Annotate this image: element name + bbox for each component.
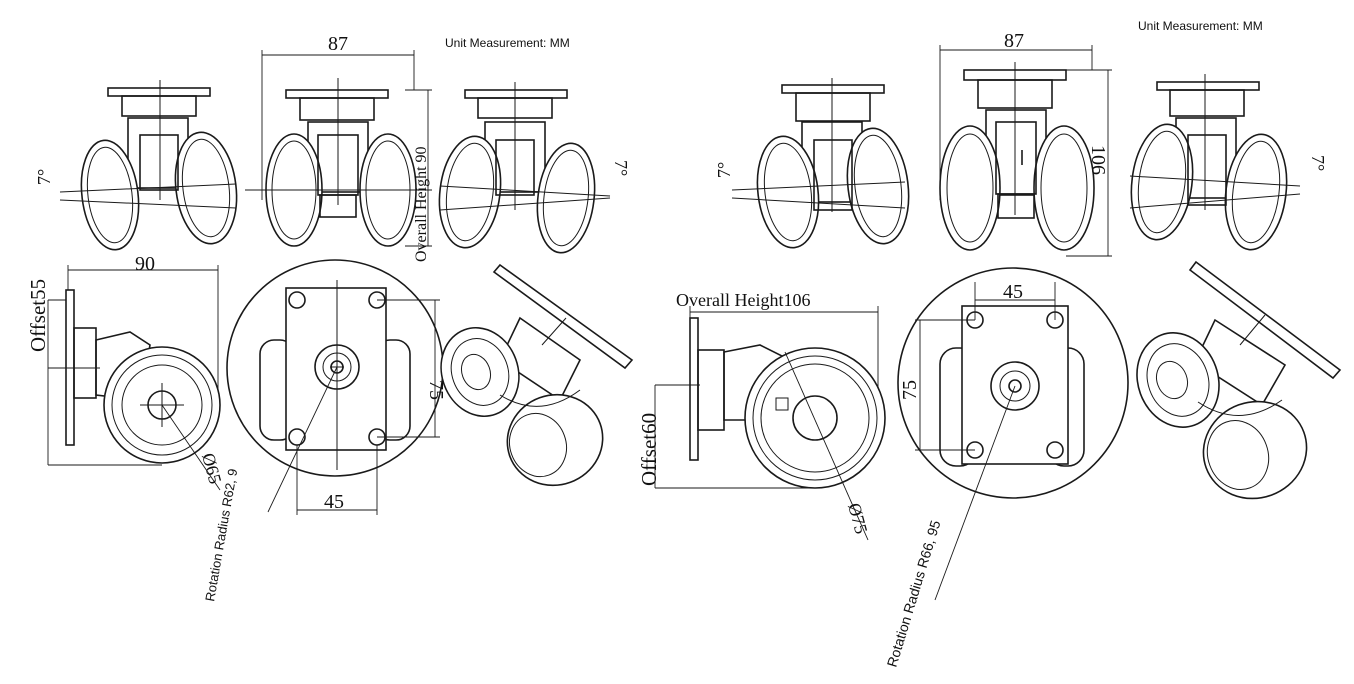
right-front-view-straight	[939, 45, 1112, 257]
left-overall-height-label: Overall Height 90	[413, 146, 430, 262]
left-rotation-radius-label: Rotation Radius R62, 9	[202, 468, 240, 603]
right-front-view-tilted-right	[1129, 74, 1301, 251]
left-angle-left-label: 7°	[34, 169, 54, 185]
left-unit-label: Unit Measurement: MM	[445, 36, 570, 50]
left-isometric-view	[440, 263, 634, 487]
left-side-view	[47, 265, 221, 491]
right-angle-right-label: 7°	[1308, 155, 1328, 171]
left-front-view-straight	[245, 50, 432, 247]
right-top-view	[897, 267, 1129, 601]
left-offset-label: Offset55	[26, 279, 50, 352]
right-side-view	[654, 306, 886, 541]
right-wheel-diameter-label: Ø75	[844, 501, 871, 536]
right-caster-set: Unit Measurement: MM 7°	[637, 19, 1342, 669]
right-height-side-label: 106	[1087, 145, 1109, 175]
left-width-top-label: 87	[328, 33, 348, 55]
right-width-top-label: 87	[1004, 30, 1024, 52]
right-unit-label: Unit Measurement: MM	[1138, 19, 1263, 33]
left-front-view-tilted-left	[59, 80, 238, 251]
right-rotation-radius-label: Rotation Radius R66, 95	[884, 518, 944, 669]
left-side-width-label: 90	[135, 253, 155, 275]
left-plate-hole-vertical-label: 75	[425, 380, 447, 400]
right-front-view-tilted-left	[731, 78, 910, 249]
right-offset-label: Offset60	[637, 413, 661, 486]
left-top-view	[226, 259, 444, 515]
right-plate-hole-horizontal-label: 45	[1003, 281, 1023, 303]
left-caster-set: Unit Measurement: MM 7°	[26, 33, 634, 603]
left-angle-right-label: 7°	[611, 160, 631, 176]
left-plate-hole-horizontal-label: 45	[324, 491, 344, 513]
right-angle-left-label: 7°	[714, 162, 734, 178]
left-front-view-tilted-right	[438, 82, 611, 254]
right-isometric-view	[1136, 260, 1342, 500]
right-overall-height-label: Overall Height106	[676, 290, 810, 310]
right-plate-hole-vertical-label: 75	[899, 380, 921, 400]
left-wheel-diameter-label: Ø65	[198, 451, 225, 486]
